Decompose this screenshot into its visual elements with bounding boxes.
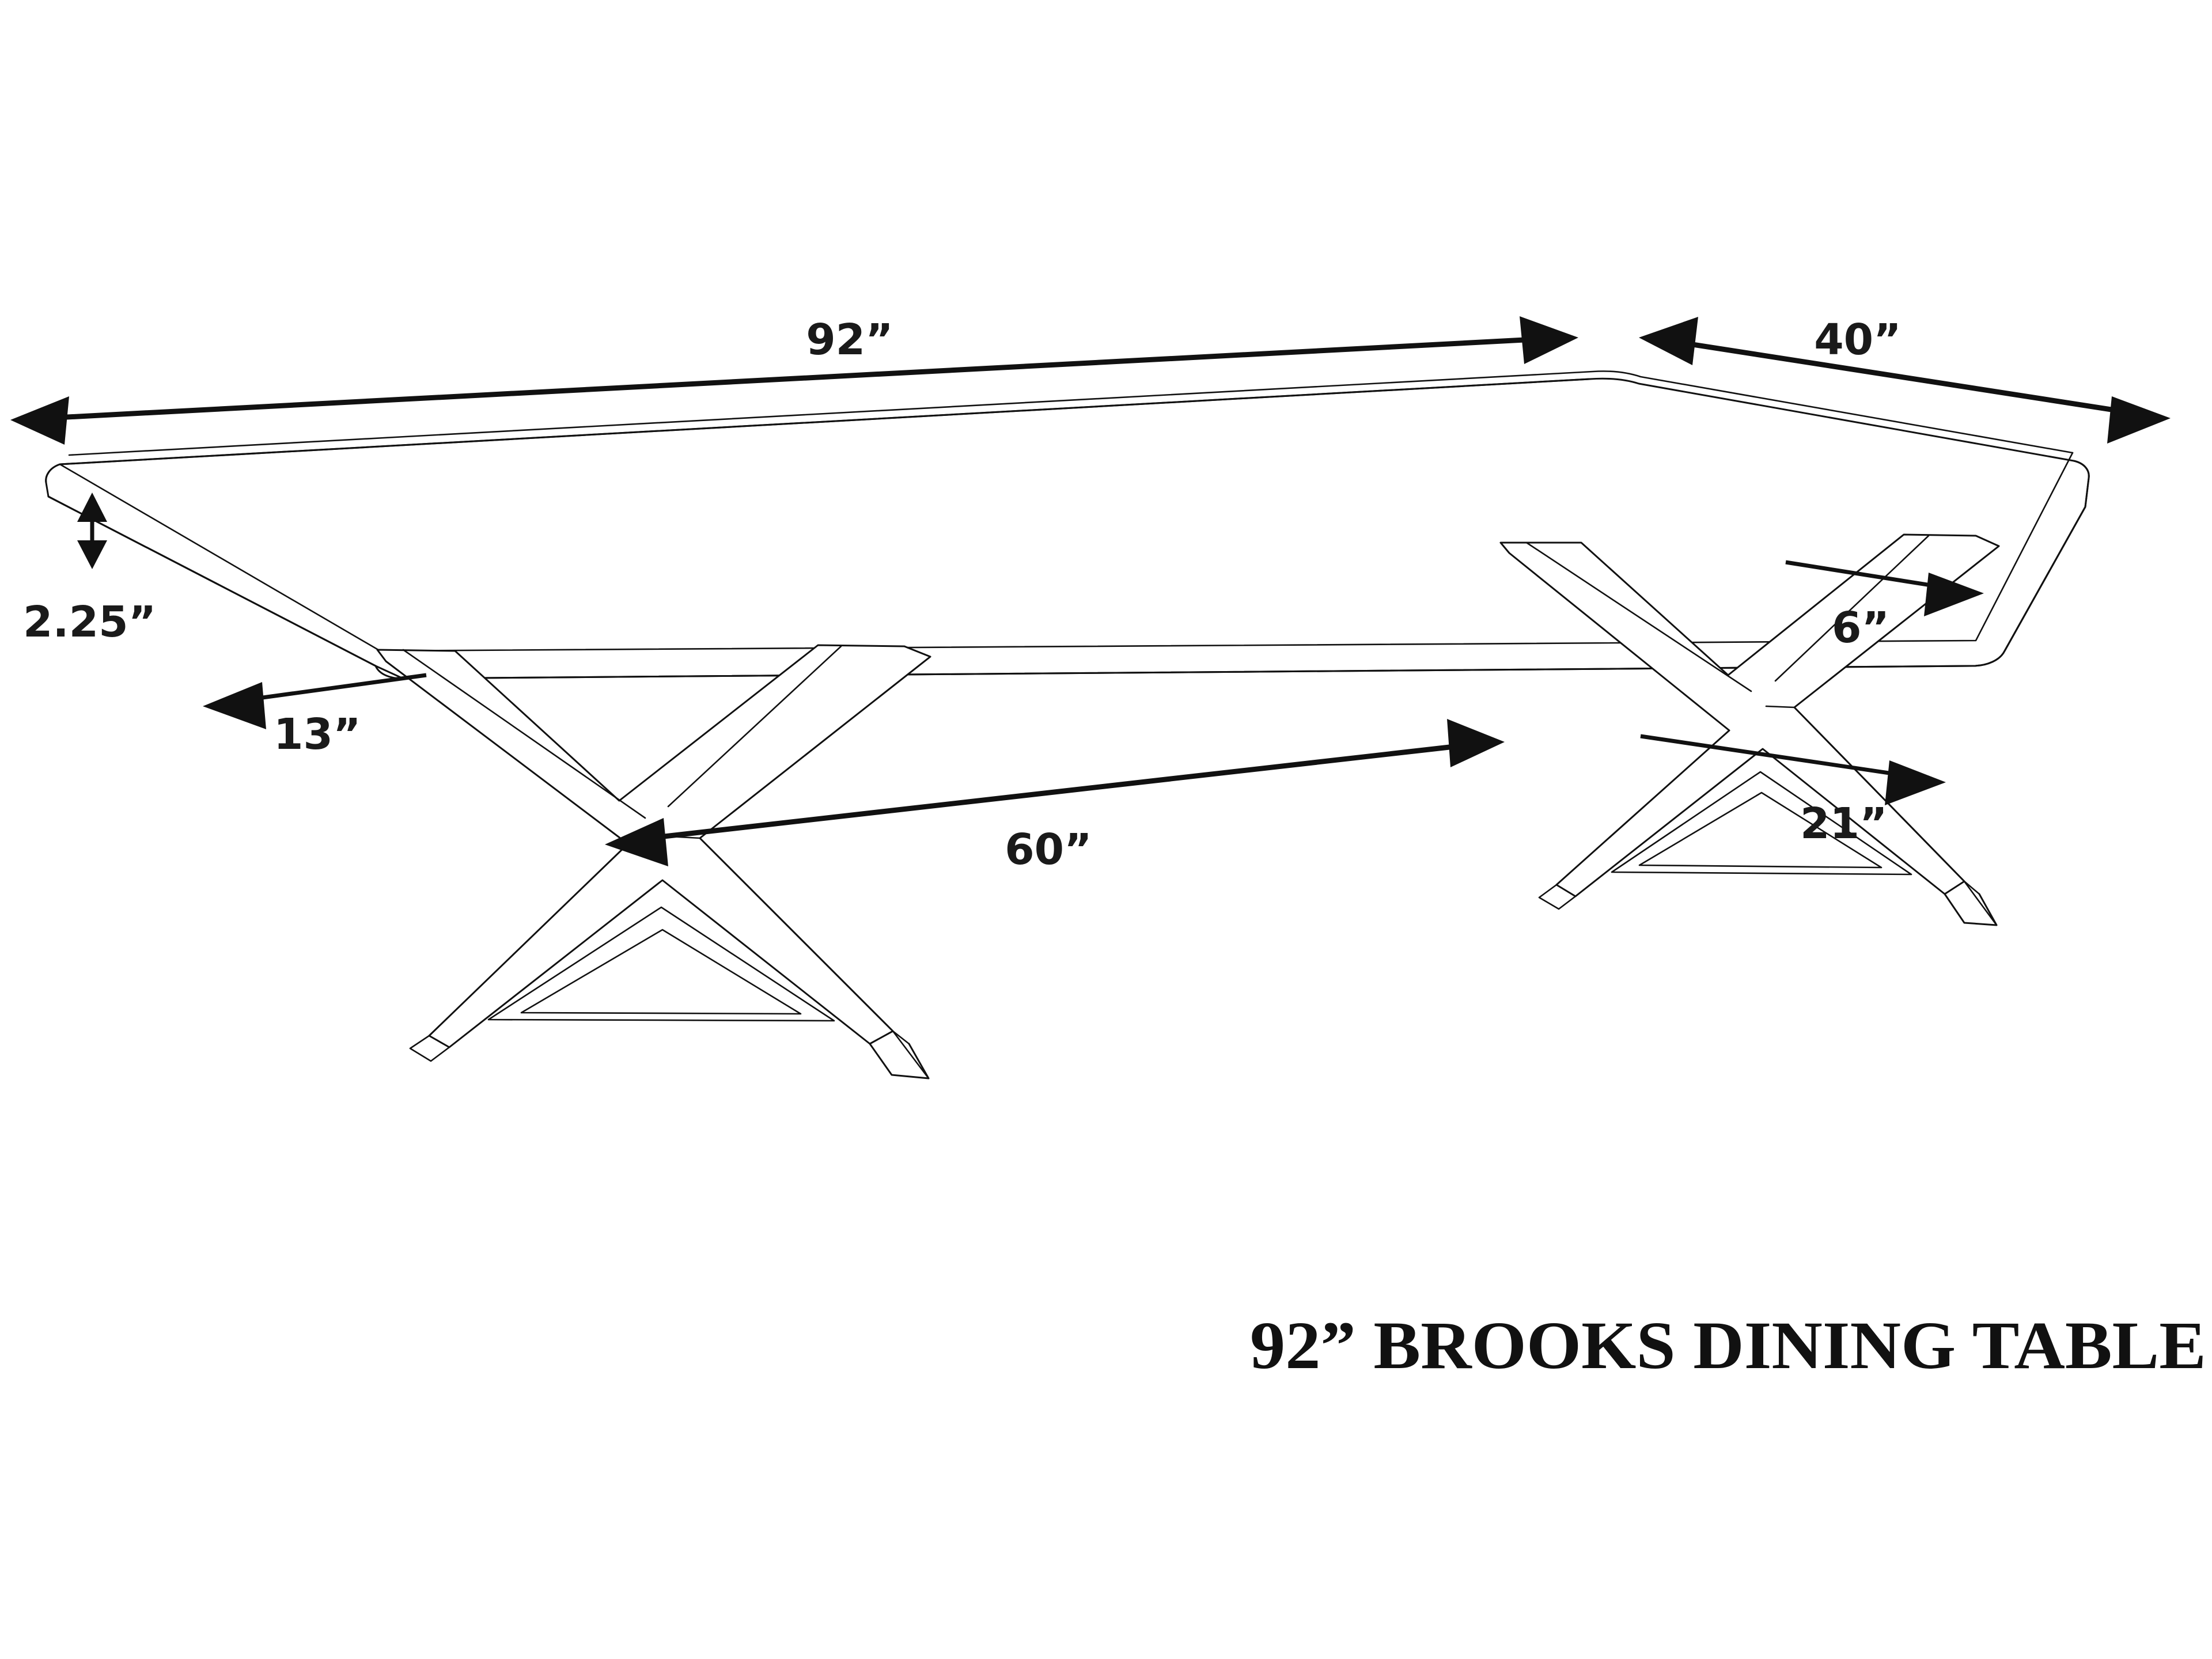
dimension-label-225: 2.25” <box>23 597 156 647</box>
arrowhead-right-60 <box>1447 719 1505 767</box>
dimension-label-40: 40” <box>1814 315 1902 365</box>
dimension-label-92: 92” <box>806 315 893 365</box>
left-x-leg <box>376 644 931 1080</box>
dimension-leg-bar-width <box>1785 560 1984 616</box>
page-title: 92” BROOKS DINING TABLE <box>1250 1308 2206 1383</box>
dimension-leg-x-height <box>1640 734 1946 805</box>
dimension-label-21: 21” <box>1800 799 1888 849</box>
dimension-top-thickness <box>77 493 107 569</box>
right-x-leg <box>1499 533 2000 926</box>
arrowhead-right-21 <box>1885 760 1946 805</box>
arrowhead-left-60 <box>605 818 668 866</box>
arrowhead-down-225 <box>77 540 107 569</box>
dimension-leg-inset <box>203 673 427 729</box>
dimension-label-6: 6” <box>1832 603 1889 653</box>
arrowhead-left-92 <box>10 396 69 445</box>
dimension-label-13: 13” <box>274 710 361 759</box>
arrowhead-right-92 <box>1520 316 1578 364</box>
arrowhead-up-225 <box>77 493 107 522</box>
dimension-leg-clear-span <box>605 719 1505 866</box>
arrowhead-right-40 <box>2107 396 2171 444</box>
arrowhead-right-6 <box>1924 573 1984 616</box>
dimension-label-60: 60” <box>1005 825 1092 874</box>
dimension-overall-length <box>10 316 1578 445</box>
arrowhead-left-40 <box>1639 317 1698 365</box>
arrowhead-left-13 <box>203 682 266 729</box>
dimension-overall-width <box>1639 317 2171 444</box>
